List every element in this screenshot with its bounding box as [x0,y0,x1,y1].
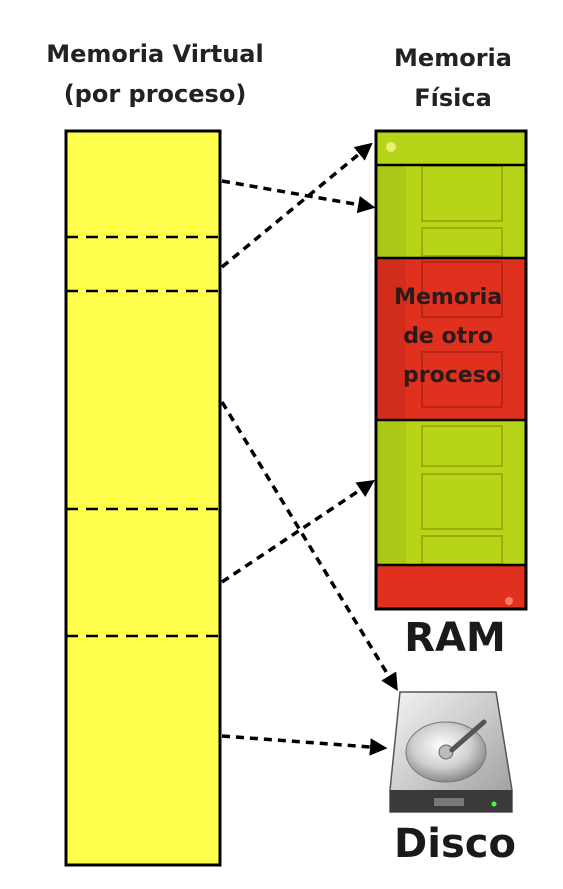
ram-frame-red [376,258,526,420]
ram-module: Memoria de otro proceso [374,129,528,611]
ram-segment-lines [376,163,526,567]
virtual-page-dividers [66,235,220,638]
hard-disk-icon [389,691,513,813]
ram-chip [421,351,503,408]
ram-outline [374,129,528,611]
arrow-page5-to-disk [221,734,388,756]
hdd-led [491,801,497,807]
ram-chips-red [421,261,503,408]
ram-contact-strip [378,165,406,565]
mapping-arrows [220,142,398,756]
ram-notch-top [386,142,396,152]
other-process-text: Memoria de otro proceso [394,285,510,388]
ram-label: RAM [404,615,506,661]
ram-chip [421,473,503,530]
virtual-memory-title: Memoria Virtual (por proceso) [20,34,290,114]
physical-memory-title-line2: Física [414,84,492,112]
arrow-page2-to-ram-top [220,142,373,269]
other-process-text-line1: Memoria [394,285,502,310]
other-process-text-line3: proceso [403,363,501,388]
other-process-text-line2: de otro [403,324,493,349]
arrow-page4-to-ram [221,480,375,584]
virtual-memory-block [64,129,222,867]
ram-chip [421,425,503,467]
arrow-page1-to-ram [221,179,376,214]
ram-chip [421,261,503,318]
virtual-memory-title-line1: Memoria Virtual [46,40,264,68]
ram-frame-red-bottom [376,565,526,609]
ram-chip [421,227,503,257]
physical-memory-title-line1: Memoria [394,44,512,72]
ram-notch-bottom [505,597,513,605]
hdd-arm [449,719,487,753]
hdd-connector [434,798,464,806]
disk-label: Disco [394,821,516,867]
physical-memory-title: Memoria Física [358,38,548,118]
virtual-memory-title-line2: (por proceso) [63,80,247,108]
